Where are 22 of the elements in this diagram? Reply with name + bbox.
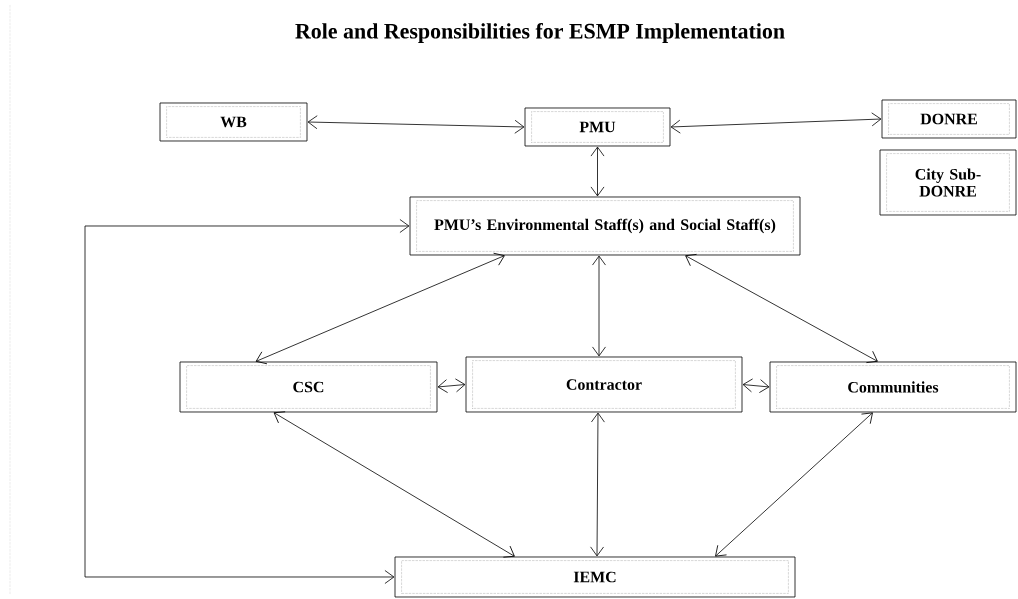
process-box: PMU <box>524 107 671 147</box>
arrow <box>590 412 605 557</box>
arrow <box>255 252 505 365</box>
arrow <box>307 115 525 134</box>
arrow <box>590 146 605 197</box>
arrow <box>715 412 873 557</box>
process-box: IEMC <box>394 556 796 598</box>
arrow <box>437 378 466 393</box>
arrow <box>273 411 515 558</box>
process-box: CSC <box>179 361 438 413</box>
arrow <box>670 112 882 134</box>
process-box: City Sub- DONRE <box>879 149 1017 216</box>
process-box: Contractor <box>465 356 743 413</box>
title: Role and Responsibilities for ESMP Implementation <box>295 22 785 44</box>
arrow <box>685 253 878 363</box>
process-box: WB <box>159 102 308 142</box>
arrow <box>84 219 410 584</box>
process-box: DONRE <box>881 99 1017 139</box>
process-box: Communities <box>769 361 1017 413</box>
arrow <box>592 255 606 357</box>
process-box: PMU’s Environmental Staff(s) and Social Staff(s) <box>409 196 801 256</box>
arrow <box>742 378 770 393</box>
